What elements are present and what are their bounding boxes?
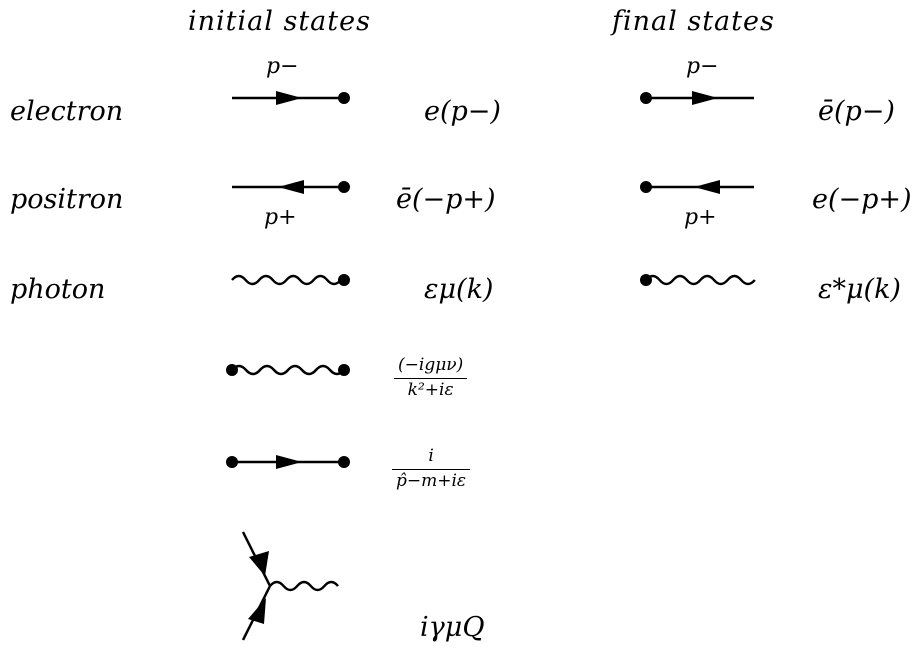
- vertex-diagram: [241, 531, 339, 641]
- fermion-propagator-denominator: p̂−m+iε: [396, 470, 467, 491]
- factor-photon-initial: εμ(k): [424, 274, 494, 305]
- fraction-bar: [392, 468, 471, 470]
- header-final-states: final states: [612, 6, 775, 37]
- factor-electron-initial: e(p−): [424, 96, 501, 127]
- label-electron: electron: [10, 96, 124, 127]
- vertex-factor: iγμQ: [420, 612, 485, 643]
- label-positron: positron: [10, 184, 124, 215]
- fermion-propagator-numerator: i: [428, 446, 434, 466]
- momentum-label-electron-final: p−: [686, 54, 719, 79]
- photon-propagator-line: [226, 364, 350, 376]
- fermion-propagator-fraction: i p̂−m+iε: [392, 446, 471, 491]
- photon-propagator-denominator: k²+iε: [407, 379, 454, 400]
- factor-positron-final: e(−p+): [812, 184, 912, 215]
- positron-initial-line: [232, 180, 350, 194]
- momentum-label-positron-initial: p+: [264, 205, 297, 230]
- factor-photon-final: ε*μ(k): [818, 274, 901, 305]
- electron-final-line: [640, 91, 754, 105]
- momentum-label-electron-initial: p−: [266, 54, 299, 79]
- fraction-bar: [394, 377, 468, 379]
- header-initial-states: initial states: [188, 6, 371, 37]
- photon-propagator-numerator: (−igμν): [398, 355, 464, 375]
- electron-initial-line: [232, 91, 350, 105]
- photon-propagator-fraction: (−igμν) k²+iε: [394, 355, 468, 400]
- photon-initial-wavy-line: [231, 274, 350, 286]
- momentum-label-positron-final: p+: [684, 205, 717, 230]
- factor-electron-final: ē(p−): [818, 96, 895, 127]
- factor-positron-initial: ē(−p+): [396, 184, 496, 215]
- fermion-propagator-line: [226, 455, 350, 469]
- photon-final-wavy-line: [640, 274, 756, 286]
- label-photon: photon: [10, 274, 106, 305]
- positron-final-line: [640, 180, 754, 194]
